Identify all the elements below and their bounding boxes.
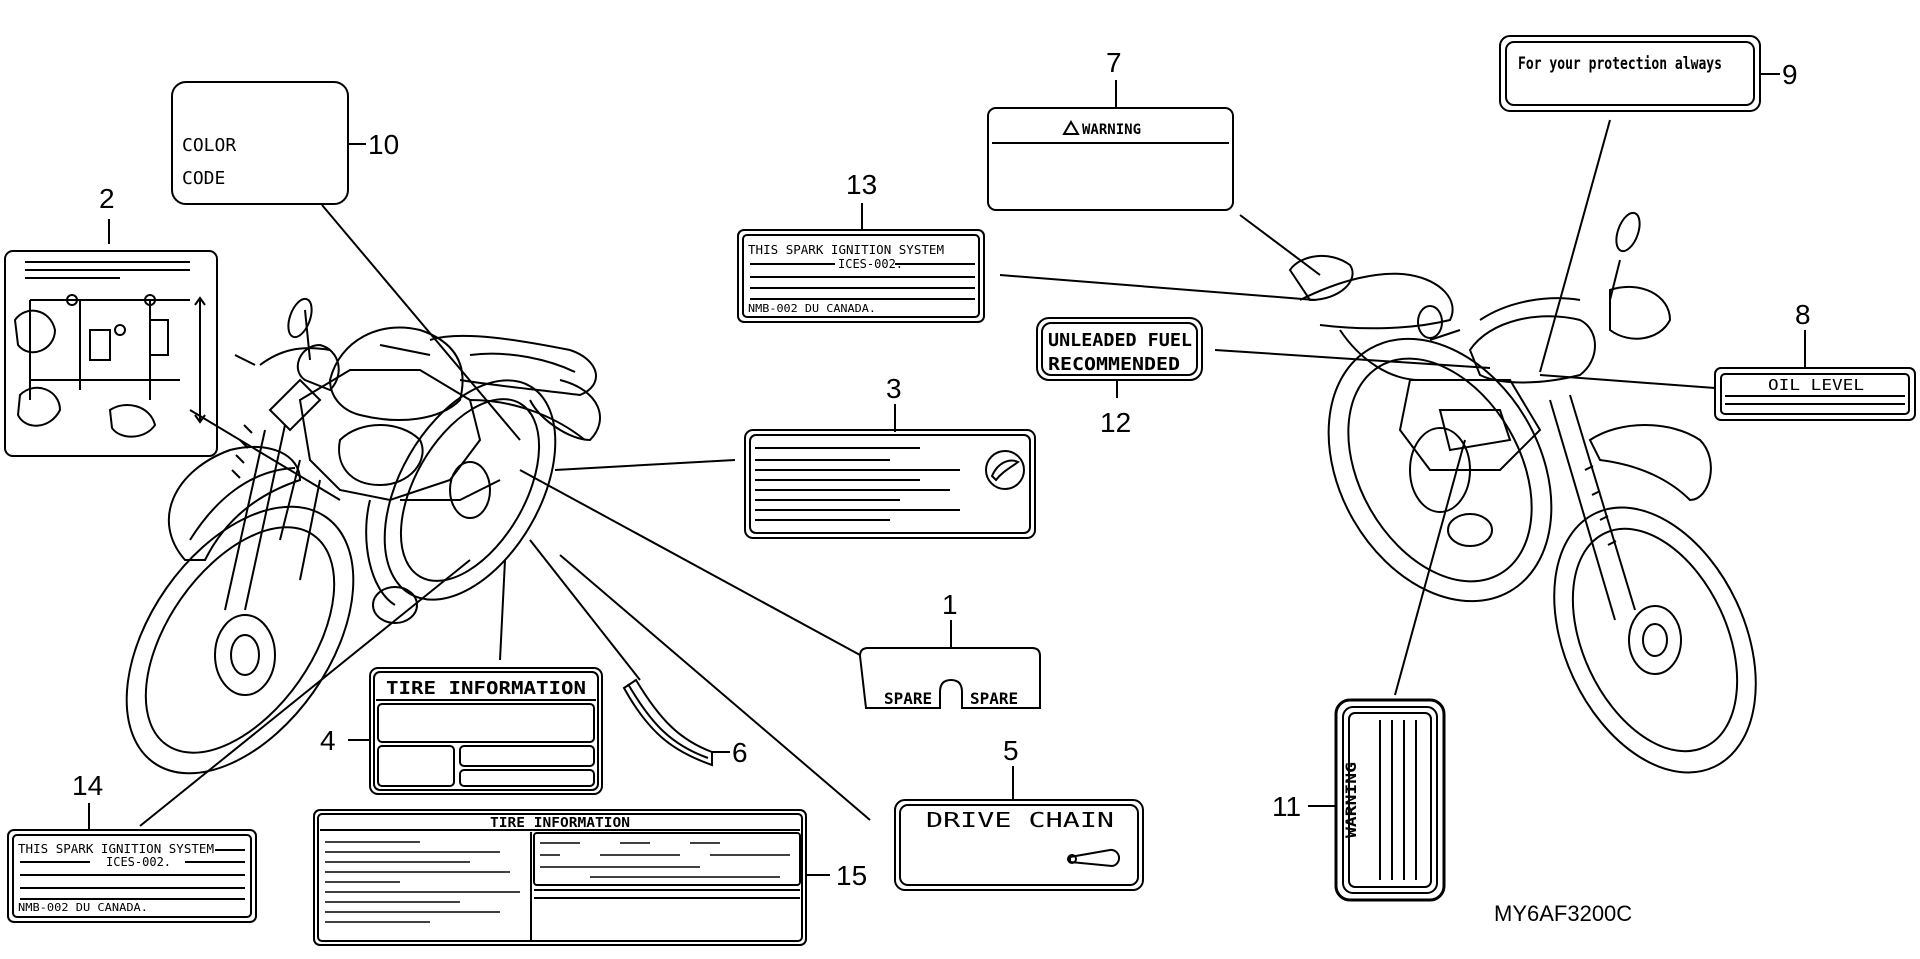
diagram-code: MY6AF3200C	[1494, 901, 1632, 926]
drive-chain-label	[894, 799, 1144, 891]
chain-adjuster-icon	[1069, 848, 1121, 868]
callout-8: 8	[1795, 299, 1811, 330]
spark-ignition-label-upper	[737, 229, 985, 323]
callout-9: 9	[1782, 59, 1798, 90]
honda-label	[744, 429, 1036, 539]
callout-1: 1	[942, 589, 958, 620]
callout-6: 6	[732, 737, 748, 768]
leader-lines	[88, 73, 1806, 876]
spare-right-text: SPARE	[970, 689, 1018, 708]
color-code-text-line1: COLOR	[182, 135, 236, 156]
callout-7: 7	[1106, 47, 1122, 78]
callout-2: 2	[99, 183, 115, 214]
spark-lower-line2: ICES-002.	[106, 855, 171, 869]
callout-numbers: 2 10 7 9 13 12 8 3 1 4 6 5 14 15 11 MY6A…	[72, 47, 1811, 926]
spark-ignition-label-lower	[7, 829, 257, 923]
protection-label	[1499, 35, 1761, 112]
color-code-label	[171, 81, 349, 205]
callout-13: 13	[846, 169, 877, 200]
oil-level-text: OIL LEVEL	[1768, 376, 1864, 394]
spark-lower-line1: THIS SPARK IGNITION SYSTEM	[18, 842, 214, 856]
callout-11: 11	[1272, 791, 1301, 822]
left-motorcycle-illustration	[125, 297, 601, 775]
curved-strip-label	[622, 678, 713, 767]
spark-upper-line3: NMB-002 DU CANADA.	[748, 302, 876, 315]
spark-upper-line2: ICES-002.	[838, 257, 903, 271]
callout-15: 15	[836, 860, 867, 891]
oil-level-label	[1714, 367, 1916, 421]
warning-header-text: WARNING	[1082, 122, 1141, 138]
spare-label	[858, 647, 1041, 709]
callout-4: 4	[320, 725, 336, 756]
vertical-warning-label	[1334, 698, 1446, 902]
tire-information-wide-label	[313, 809, 807, 946]
unleaded-text-line2: RECOMMENDED	[1048, 354, 1180, 375]
spark-upper-line1: THIS SPARK IGNITION SYSTEM	[748, 243, 944, 257]
warning-label	[987, 107, 1234, 211]
callout-3: 3	[886, 373, 902, 404]
callout-12: 12	[1100, 407, 1131, 438]
label-texts: COLOR CODE WARNING For your protection a…	[18, 54, 1864, 914]
circuit-label	[4, 250, 218, 457]
spare-left-text: SPARE	[884, 689, 932, 708]
callout-5: 5	[1003, 735, 1019, 766]
unleaded-text-line1: UNLEADED FUEL	[1048, 330, 1192, 351]
tire-info-text: TIRE INFORMATION	[386, 678, 586, 699]
protection-text: For your protection always	[1518, 54, 1722, 74]
warning-vertical-text: WARNING	[1344, 762, 1360, 838]
spark-lower-line3: NMB-002 DU CANADA.	[18, 901, 148, 914]
right-motorcycle-illustration	[1288, 211, 1757, 774]
honda-wing-icon	[990, 459, 1020, 482]
unleaded-fuel-label	[1036, 317, 1203, 381]
drive-chain-text: DRIVE CHAIN	[926, 808, 1114, 832]
tire-info-wide-text: TIRE INFORMATION	[490, 816, 630, 831]
color-code-text-line2: CODE	[182, 168, 225, 189]
callout-10: 10	[368, 129, 399, 160]
callout-14: 14	[72, 770, 103, 801]
tire-information-label	[369, 667, 603, 795]
